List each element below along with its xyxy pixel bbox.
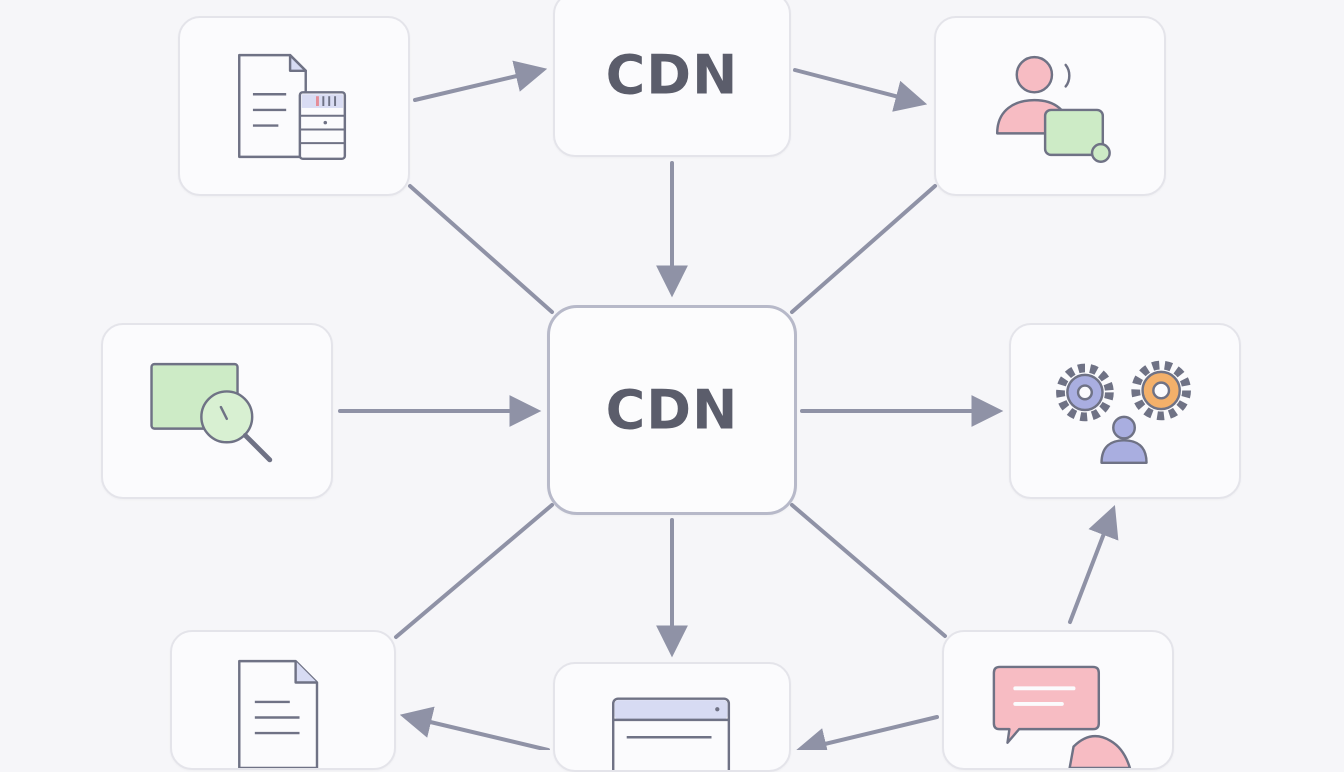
node-cdn-hub[interactable]: CDN: [547, 305, 797, 515]
cdn-top-label: CDN: [605, 43, 739, 106]
connector-docserver-hub: [408, 184, 554, 314]
edge-chat-to-gears: [1068, 505, 1119, 624]
user-screen-icon: [995, 55, 1111, 163]
node-browser[interactable]: [553, 662, 791, 772]
edge-cdn-to-user: [793, 68, 928, 112]
node-user-screen[interactable]: [934, 16, 1166, 196]
node-monitor-search[interactable]: [101, 323, 333, 499]
connector-user-hub: [790, 184, 937, 314]
edges-layer: [338, 60, 1119, 750]
cdn-hub-label: CDN: [605, 378, 739, 442]
browser-window-icon: [612, 697, 731, 770]
edge-to-doc: [399, 706, 550, 750]
monitor-search-icon: [150, 362, 273, 463]
document-server-icon: [238, 53, 347, 161]
edge-docserver-to-cdn: [413, 60, 548, 102]
edge-chat-to-browser: [794, 715, 939, 750]
chat-bubbles-icon: [992, 665, 1132, 768]
connector-hub-doc: [394, 503, 554, 639]
node-cdn-top[interactable]: CDN: [553, 0, 791, 157]
node-gears-user[interactable]: [1009, 323, 1241, 499]
connector-hub-chat: [790, 503, 947, 638]
node-chat[interactable]: [942, 630, 1174, 770]
node-document[interactable]: [170, 630, 396, 770]
gears-user-icon: [1056, 360, 1191, 465]
node-document-server[interactable]: [178, 16, 410, 196]
document-icon: [238, 659, 319, 768]
